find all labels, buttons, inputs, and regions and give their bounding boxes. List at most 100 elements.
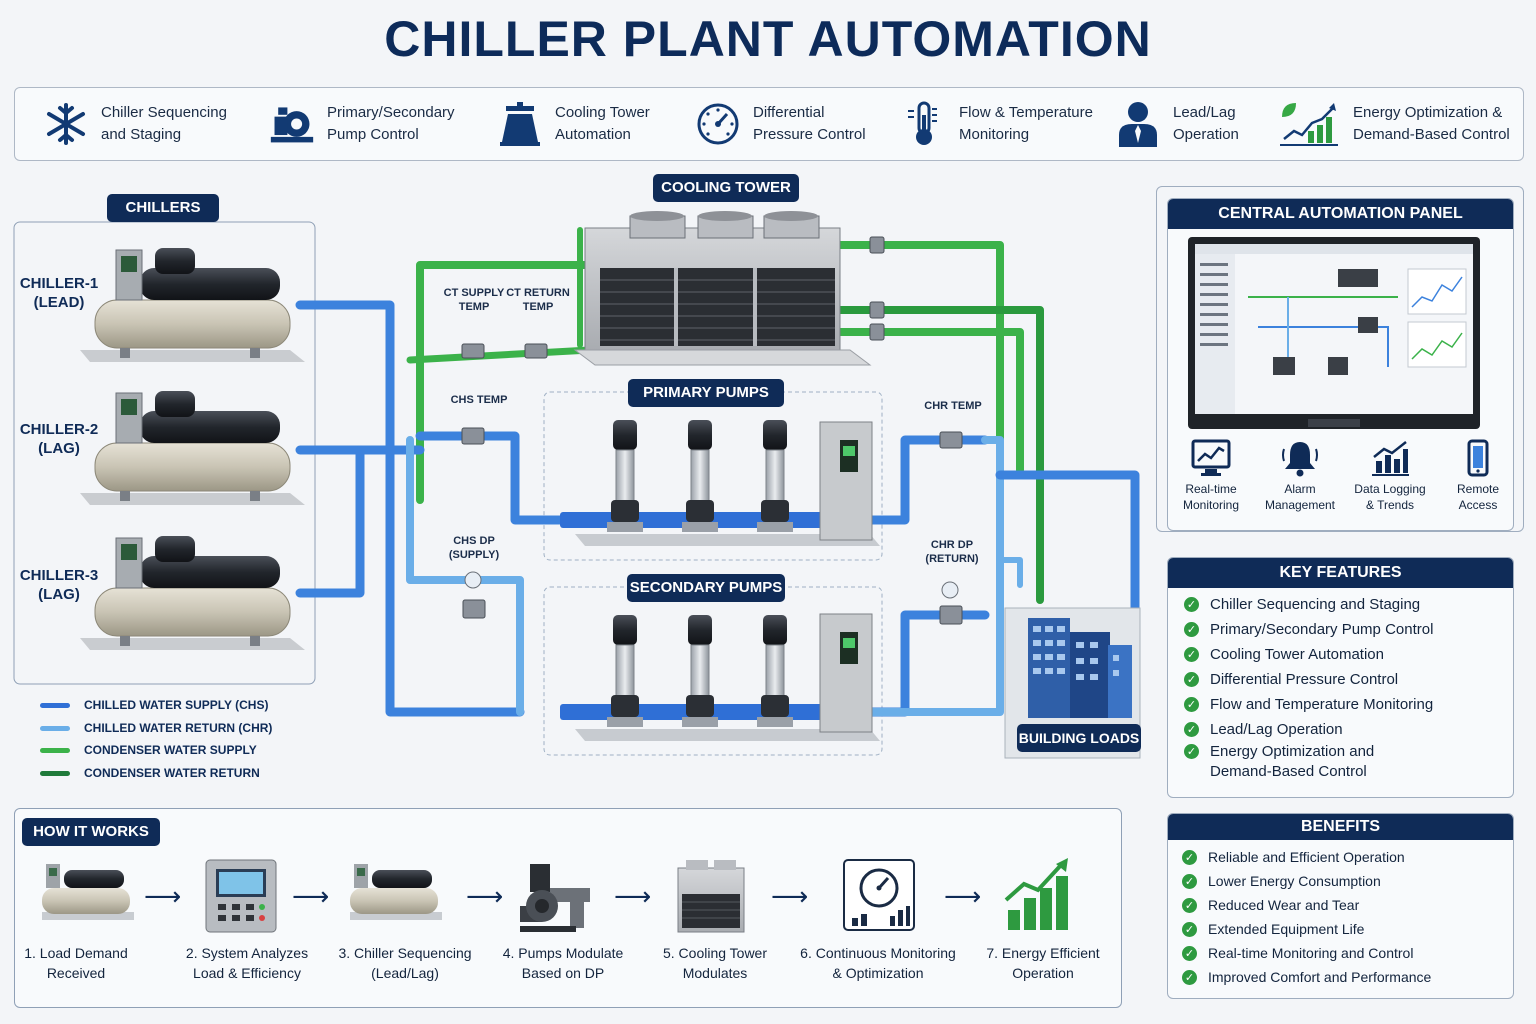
chiller-unit[interactable] [80, 391, 305, 505]
legend-item: CONDENSER WATER RETURN [40, 766, 260, 780]
snowflake-icon [43, 101, 89, 147]
check-icon: ✓ [1184, 722, 1199, 737]
chiller-2-label: CHILLER-2(LAG) [19, 421, 99, 457]
chs-temp-label: CHS TEMP [450, 394, 508, 406]
vertical-pump[interactable] [757, 615, 793, 727]
list-item: ✓Reduced Wear and Tear [1182, 893, 1507, 917]
check-icon: ✓ [1182, 873, 1197, 889]
cooling-tower-tag: COOLING TOWER [653, 174, 799, 202]
phone-icon [1467, 439, 1489, 477]
secondary-pumps-tag: SECONDARY PUMPS [627, 574, 785, 602]
check-icon: ✓ [1184, 744, 1199, 759]
benefits-title: BENEFITS [1168, 814, 1513, 840]
chr-temp-label: CHR TEMP [924, 400, 982, 412]
thermometer-icon [901, 101, 947, 147]
svg-text:⟶: ⟶ [292, 882, 329, 912]
how-it-works-title: HOW IT WORKS [22, 818, 160, 846]
check-icon: ✓ [1182, 897, 1197, 913]
legend-item: CONDENSER WATER SUPPLY [40, 743, 257, 757]
gauge-icon [695, 101, 741, 147]
pump-icon [520, 864, 590, 932]
check-icon: ✓ [1182, 945, 1197, 961]
vertical-pump[interactable] [682, 420, 718, 532]
bell-icon [1282, 442, 1318, 477]
data-logging-item[interactable]: Data Logging& Trends [1350, 439, 1430, 513]
svg-text:⟶: ⟶ [771, 882, 808, 912]
svg-text:⟶: ⟶ [944, 882, 981, 912]
legend-item: CHILLED WATER SUPPLY (CHS) [40, 698, 268, 712]
check-icon: ✓ [1184, 697, 1199, 712]
vertical-pump[interactable] [607, 420, 643, 532]
cooling-tower-icon [497, 101, 543, 147]
vertical-pump[interactable] [607, 615, 643, 727]
svg-text:⟶: ⟶ [144, 882, 181, 912]
step-3: 3. Chiller Sequencing(Lead/Lag) [338, 945, 472, 981]
monitor-chart-icon [1191, 439, 1231, 476]
central-panel-frame [1156, 186, 1524, 532]
chiller-unit[interactable] [80, 536, 305, 650]
legend-item: CHILLED WATER RETURN (CHR) [40, 721, 272, 735]
chillers-tag: CHILLERS [107, 194, 219, 222]
list-item: ✓Cooling Tower Automation [1184, 642, 1504, 667]
check-icon: ✓ [1182, 849, 1197, 865]
check-icon: ✓ [1182, 921, 1197, 937]
benefits-panel: BENEFITS ✓Reliable and Efficient Operati… [1167, 813, 1514, 999]
gauge-icon [843, 859, 915, 931]
scada-monitor[interactable] [1188, 237, 1480, 429]
chiller-unit[interactable] [80, 248, 305, 362]
legend-swatch [40, 747, 70, 753]
list-item: ✓Improved Comfort and Performance [1182, 965, 1507, 989]
growth-chart-icon [1004, 858, 1068, 930]
primary-pumps-tag: PRIMARY PUMPS [628, 379, 784, 407]
check-icon: ✓ [1182, 969, 1197, 985]
check-icon: ✓ [1184, 622, 1199, 637]
chr-dp-label: CHR DP(RETURN) [925, 539, 979, 565]
key-features-panel: KEY FEATURES ✓Chiller Sequencing and Sta… [1167, 557, 1514, 798]
list-item: ✓Chiller Sequencing and Staging [1184, 592, 1504, 617]
list-item: ✓Flow and Temperature Monitoring [1184, 692, 1504, 717]
legend-swatch [40, 770, 70, 776]
chiller-icon [350, 864, 442, 920]
cooling-tower-icon [677, 860, 745, 933]
step-6: 6. Continuous Monitoring& Optimization [800, 945, 956, 981]
list-item: ✓Energy Optimization and [1184, 742, 1504, 761]
list-item: ✓Extended Equipment Life [1182, 917, 1507, 941]
check-icon: ✓ [1184, 672, 1199, 687]
legend-swatch [40, 725, 70, 731]
list-item: ✓Lower Energy Consumption [1182, 869, 1507, 893]
building-loads-tag: BUILDING LOADS [1017, 724, 1141, 752]
svg-text:⟶: ⟶ [614, 882, 651, 912]
page-title: CHILLER PLANT AUTOMATION [384, 11, 1152, 67]
list-item: ✓Real-time Monitoring and Control [1182, 941, 1507, 965]
how-it-works-icons: ⟶ ⟶ ⟶ ⟶ ⟶ ⟶ [42, 858, 1068, 933]
central-panel-title: CENTRAL AUTOMATION PANEL [1168, 199, 1513, 229]
vertical-pump[interactable] [757, 420, 793, 532]
key-features-list: ✓Chiller Sequencing and Staging ✓Primary… [1184, 592, 1504, 781]
list-item: ✓Reliable and Efficient Operation [1182, 845, 1507, 869]
operator-icon [1115, 101, 1161, 147]
list-item: ✓Differential Pressure Control [1184, 667, 1504, 692]
pump-icon [269, 101, 315, 147]
chiller-1-label: CHILLER-1(LEAD) [19, 275, 99, 311]
vertical-pump[interactable] [682, 615, 718, 727]
svg-text:⟶: ⟶ [466, 882, 503, 912]
bar-chart-icon [1372, 441, 1409, 476]
energy-chart-icon [1277, 101, 1341, 147]
list-item: ✓Lead/Lag Operation [1184, 717, 1504, 742]
list-item: Demand-Based Control [1210, 762, 1367, 780]
